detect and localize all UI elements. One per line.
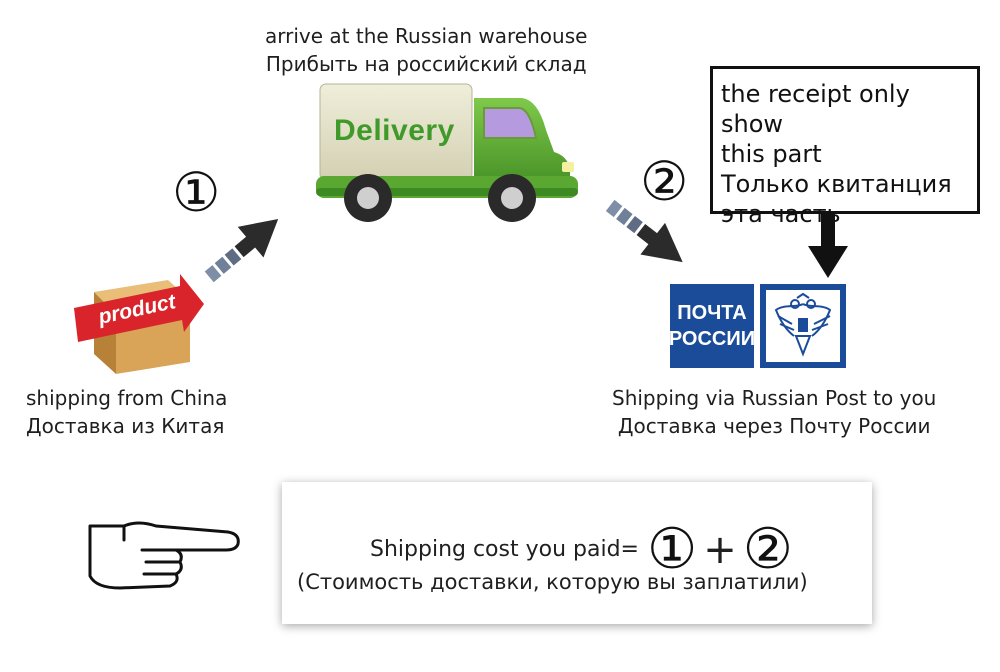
product-box-icon (74, 274, 204, 374)
step-2-marker: ② (640, 150, 689, 213)
warehouse-caption-ru: Прибыть на российский склад (265, 52, 587, 76)
china-caption: shipping from China Доставка из Китая (26, 384, 227, 440)
receipt-line-4: эта часть (721, 200, 841, 228)
receipt-note-box: the receipt only show this part Только к… (710, 66, 980, 228)
cost-step-1: ① (646, 517, 698, 582)
arrow-to-warehouse-icon (204, 219, 279, 283)
china-caption-en: shipping from China (26, 386, 228, 410)
warehouse-caption: arrive at the Russian warehouse Прибыть … (265, 22, 587, 78)
cost-note-ru: (Стоимость доставки, которую вы заплатил… (297, 570, 808, 594)
double-eagle-icon (766, 290, 840, 362)
post-logo-text: ПОЧТА РОССИИ (668, 284, 756, 368)
post-caption: Shipping via Russian Post to you Доставк… (612, 384, 936, 440)
post-caption-en: Shipping via Russian Post to you (612, 386, 937, 410)
china-caption-ru: Доставка из Китая (26, 414, 225, 438)
cost-plus: + (703, 527, 737, 573)
arrow-to-post-icon (605, 199, 683, 263)
post-caption-ru: Доставка через Почту России (617, 414, 931, 438)
receipt-line-3: Только квитанция (721, 170, 952, 198)
step-1-marker: ① (172, 161, 221, 224)
receipt-line-1: the receipt only show (721, 80, 910, 138)
shipping-cost-card: Shipping cost you paid= ① + ② (Стоимость… (282, 482, 872, 624)
truck-delivery-label: Delivery (334, 114, 455, 147)
cost-label: Shipping cost you paid= (370, 537, 639, 562)
russian-post-logo: ПОЧТА РОССИИ (668, 284, 846, 368)
pointing-hand-icon (88, 521, 240, 590)
cost-step-2: ② (742, 517, 793, 582)
post-logo-line2: РОССИИ (668, 328, 756, 350)
post-logo-line1: ПОЧТА (677, 302, 747, 324)
delivery-truck-icon (316, 83, 578, 222)
post-emblem (760, 284, 846, 368)
cost-formula: Shipping cost you paid= ① + ② (370, 522, 793, 578)
receipt-line-2: this part (721, 140, 822, 168)
down-arrow-icon (808, 214, 848, 278)
warehouse-caption-en: arrive at the Russian warehouse (265, 24, 588, 48)
